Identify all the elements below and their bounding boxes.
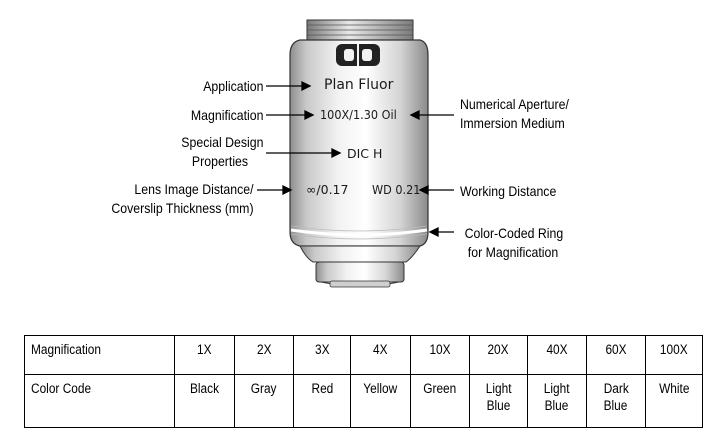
barrel-lens-image-distance-text: ∞/0.17	[306, 182, 349, 197]
barrel-magnification-text: 100X/1.30 Oil	[320, 107, 397, 122]
table-cell-mag-5: 20X	[469, 335, 528, 375]
table-cell-color-1: Gray	[234, 374, 294, 428]
table-cell-mag-7: 60X	[586, 335, 646, 375]
table-row-magnification: Magnification 1X 2X 3X 4X 10X 20X 40X 60…	[24, 335, 703, 375]
objective-nose	[299, 245, 421, 263]
callout-special-design-line2: Properties	[191, 153, 249, 169]
table-cell-color-4: Green	[410, 374, 470, 428]
table-cell-mag-0: 1X	[174, 335, 235, 375]
table-cell-mag-7-text: 60X	[605, 342, 627, 357]
table-cell-color-0: Black	[174, 374, 235, 428]
callout-magnification: Magnification	[190, 107, 263, 123]
callout-color-ring-line1: Color-Coded Ring	[464, 225, 564, 241]
table-cell-color-6-line1: Light	[544, 381, 570, 396]
callout-lens-image-distance-line2: Coverslip Thickness (mm)	[111, 200, 254, 216]
table-cell-mag-4: 10X	[410, 335, 470, 375]
table-cell-color-6-line2: Blue	[545, 398, 569, 413]
callout-color-ring: Color-Coded Ring for Magnification	[464, 224, 564, 262]
objective-diagram: Plan Fluor 100X/1.30 Oil DIC H ∞/0.17 WD…	[112, 19, 569, 288]
table-cell-color-2: Red	[293, 374, 351, 428]
table-row-color-code: Color Code Black Gray Red Yellow Green L…	[24, 374, 703, 428]
table-cell-mag-3: 4X	[350, 335, 411, 375]
table-cell-color-8: White	[645, 374, 703, 428]
table-cell-color-4-text: Green	[423, 381, 457, 396]
table-cell-mag-1-text: 2X	[256, 342, 272, 357]
table-cell-color-7-line2: Blue	[604, 398, 628, 413]
table-cell-color-3: Yellow	[350, 374, 411, 428]
table-cell-color-3-text: Yellow	[363, 381, 398, 396]
table-cell-color-7: Dark Blue	[586, 374, 646, 428]
barrel-working-distance-text: WD 0.21	[372, 182, 421, 197]
callout-numerical-aperture-line2: Immersion Medium	[460, 115, 565, 131]
table-cell-color-2-text: Red	[311, 381, 333, 396]
table-cell-color-1-text: Gray	[251, 381, 277, 396]
table-cell-mag-8-text: 100X	[660, 342, 688, 357]
table-cell-mag-8: 100X	[645, 335, 703, 375]
table-header-magnification-text: Magnification	[31, 342, 102, 357]
table-header-color-code-text: Color Code	[31, 381, 92, 396]
manufacturer-logo	[336, 44, 380, 66]
table-cell-color-8-text: White	[658, 381, 690, 396]
table-cell-mag-1: 2X	[234, 335, 294, 375]
callout-working-distance: Working Distance	[460, 183, 557, 199]
table-cell-mag-6-text: 40X	[546, 342, 568, 357]
objective-tip	[315, 261, 405, 283]
callout-lens-image-distance: Lens Image Distance/ Coverslip Thickness…	[112, 180, 254, 218]
table-cell-color-0-text: Black	[189, 381, 220, 396]
callout-arrows	[257, 80, 454, 238]
barrel-application-text: Plan Fluor	[324, 77, 394, 93]
objective-lens-illustration	[257, 19, 454, 288]
table-cell-mag-6: 40X	[527, 335, 587, 375]
callout-application: Application	[202, 78, 263, 94]
table-cell-mag-3-text: 4X	[373, 342, 388, 357]
table-cell-color-6: Light Blue	[527, 374, 587, 428]
barrel-special-design-text: DIC H	[347, 146, 383, 161]
table-cell-color-5-line2: Blue	[486, 398, 511, 413]
table-header-color-code: Color Code	[24, 374, 175, 428]
table-cell-mag-2: 3X	[293, 335, 351, 375]
table-header-magnification: Magnification	[24, 335, 175, 375]
callout-lens-image-distance-line1: Lens Image Distance/	[134, 181, 254, 197]
callout-special-design-line1: Special Design	[181, 134, 264, 150]
callout-special-design: Special Design Properties	[181, 133, 264, 171]
callout-numerical-aperture-line1: Numerical Aperture/	[460, 96, 569, 112]
table-cell-color-5: Light Blue	[469, 374, 528, 428]
color-coded-ring	[290, 225, 428, 240]
magnification-color-table: Magnification 1X 2X 3X 4X 10X 20X 40X 60…	[24, 335, 703, 428]
callout-color-ring-line2: for Magnification	[467, 244, 559, 260]
table-cell-mag-2-text: 3X	[314, 342, 330, 357]
table-cell-color-7-line1: Dark	[603, 381, 629, 396]
callout-numerical-aperture: Numerical Aperture/ Immersion Medium	[460, 95, 569, 133]
objective-barrel	[289, 39, 429, 247]
table-cell-mag-5-text: 20X	[487, 342, 510, 357]
table-cell-mag-0-text: 1X	[197, 342, 212, 357]
table-cell-color-5-line1: Light	[485, 381, 512, 396]
objective-thread	[306, 19, 414, 41]
table-cell-mag-4-text: 10X	[429, 342, 451, 357]
